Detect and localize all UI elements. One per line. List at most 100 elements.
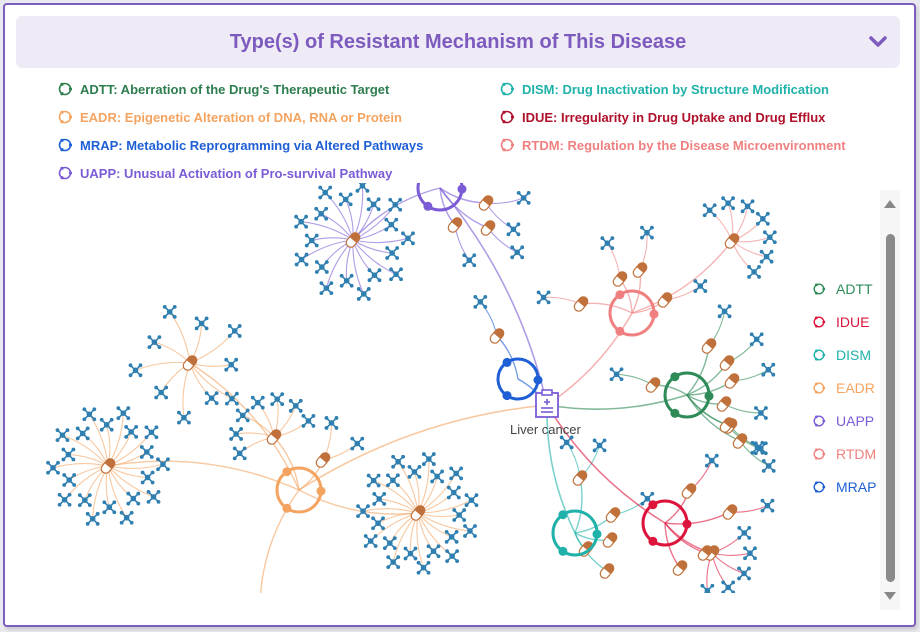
scrollbar[interactable]	[880, 190, 900, 610]
clipboard-icon[interactable]	[535, 389, 559, 418]
drug-capsule-icon[interactable]	[644, 376, 661, 394]
molecule-node[interactable]	[227, 324, 242, 338]
drug-capsule-icon[interactable]	[715, 395, 732, 413]
molecule-node[interactable]	[389, 267, 403, 282]
molecule-node[interactable]	[759, 249, 774, 264]
molecule-node[interactable]	[416, 560, 431, 575]
molecule-node[interactable]	[750, 440, 765, 455]
molecule-node[interactable]	[693, 279, 708, 293]
drug-capsule-icon[interactable]	[477, 194, 494, 212]
chevron-down-icon[interactable]	[868, 34, 888, 50]
molecule-node[interactable]	[204, 391, 219, 406]
graph-legend-item-idue[interactable]: IDUE	[812, 305, 876, 338]
drug-capsule-icon[interactable]	[731, 432, 748, 450]
molecule-node[interactable]	[640, 225, 654, 240]
molecule-node[interactable]	[126, 491, 141, 506]
molecule-node[interactable]	[294, 214, 309, 229]
molecule-node[interactable]	[314, 206, 329, 221]
molecule-node[interactable]	[721, 580, 736, 593]
mechanism-hub-uapp[interactable]	[416, 183, 467, 212]
molecule-node[interactable]	[162, 304, 177, 319]
molecule-node[interactable]	[516, 190, 531, 205]
molecule-node[interactable]	[592, 438, 607, 453]
molecule-node[interactable]	[46, 460, 60, 475]
scroll-down-arrow-icon[interactable]	[884, 592, 896, 600]
molecule-node[interactable]	[749, 332, 764, 347]
molecule-node[interactable]	[445, 549, 460, 564]
molecule-node[interactable]	[536, 290, 551, 305]
molecule-node[interactable]	[119, 510, 134, 525]
drug-capsule-icon[interactable]	[718, 354, 735, 372]
molecule-node[interactable]	[762, 230, 777, 245]
drug-capsule-icon[interactable]	[631, 261, 648, 279]
molecule-node[interactable]	[761, 459, 776, 473]
molecule-node[interactable]	[463, 524, 477, 538]
molecule-node[interactable]	[559, 435, 574, 450]
drug-capsule-icon[interactable]	[671, 559, 688, 577]
molecule-node[interactable]	[391, 454, 406, 469]
molecule-node[interactable]	[356, 287, 371, 301]
drug-capsule-icon[interactable]	[344, 231, 361, 249]
molecule-node[interactable]	[62, 473, 77, 487]
drug-capsule-icon[interactable]	[723, 372, 740, 390]
molecule-node[interactable]	[144, 425, 159, 440]
molecule-node[interactable]	[372, 492, 387, 506]
drug-capsule-icon[interactable]	[479, 219, 496, 237]
molecule-node[interactable]	[339, 273, 354, 288]
molecule-node[interactable]	[194, 316, 209, 331]
molecule-node[interactable]	[147, 335, 162, 350]
molecule-node[interactable]	[250, 395, 265, 410]
molecule-node[interactable]	[304, 233, 319, 248]
molecule-node[interactable]	[754, 406, 768, 420]
molecule-node[interactable]	[702, 203, 717, 218]
molecule-node[interactable]	[473, 294, 488, 309]
drug-capsule-icon[interactable]	[656, 291, 673, 309]
molecule-node[interactable]	[294, 252, 309, 267]
drug-capsule-icon[interactable]	[488, 327, 505, 345]
mechanism-hub-mrap[interactable]	[496, 357, 543, 401]
molecule-node[interactable]	[600, 236, 615, 251]
molecule-node[interactable]	[755, 211, 770, 226]
molecule-node[interactable]	[743, 546, 757, 561]
molecule-node[interactable]	[444, 529, 459, 544]
molecule-node[interactable]	[760, 498, 775, 513]
drug-capsule-icon[interactable]	[721, 503, 738, 521]
molecule-node[interactable]	[407, 465, 422, 479]
molecule-node[interactable]	[128, 363, 143, 378]
graph-legend-item-uapp[interactable]: UAPP	[812, 404, 876, 437]
molecule-node[interactable]	[232, 446, 247, 461]
molecule-node[interactable]	[319, 281, 334, 296]
molecule-node[interactable]	[82, 407, 97, 422]
molecule-node[interactable]	[77, 493, 92, 508]
molecule-node[interactable]	[318, 185, 333, 200]
molecule-node[interactable]	[452, 508, 467, 522]
molecule-node[interactable]	[371, 516, 385, 531]
molecule-node[interactable]	[401, 231, 415, 246]
molecule-node[interactable]	[314, 260, 329, 274]
molecule-node[interactable]	[229, 427, 244, 441]
molecule-node[interactable]	[717, 304, 732, 319]
molecule-node[interactable]	[609, 367, 624, 382]
drug-capsule-icon[interactable]	[571, 469, 588, 487]
molecule-node[interactable]	[704, 453, 719, 468]
molecule-node[interactable]	[430, 469, 445, 484]
molecule-node[interactable]	[388, 197, 403, 212]
molecule-node[interactable]	[446, 485, 461, 500]
mechanism-hub-rtdm[interactable]	[608, 289, 659, 337]
molecule-node[interactable]	[421, 452, 436, 466]
molecule-node[interactable]	[737, 566, 751, 581]
scroll-up-arrow-icon[interactable]	[884, 200, 896, 208]
molecule-node[interactable]	[403, 546, 418, 561]
drug-capsule-icon[interactable]	[446, 216, 463, 234]
molecule-node[interactable]	[366, 197, 381, 212]
molecule-node[interactable]	[324, 416, 339, 430]
molecule-node[interactable]	[224, 357, 239, 372]
drug-capsule-icon[interactable]	[314, 451, 331, 469]
graph-legend-item-mrap[interactable]: MRAP	[812, 470, 876, 503]
molecule-node[interactable]	[737, 526, 752, 540]
molecule-node[interactable]	[139, 445, 154, 459]
mechanism-hub-eadr[interactable]	[275, 466, 326, 514]
molecule-node[interactable]	[61, 447, 76, 462]
molecule-node[interactable]	[235, 408, 250, 423]
panel-header[interactable]: Type(s) of Resistant Mechanism of This D…	[16, 16, 900, 68]
